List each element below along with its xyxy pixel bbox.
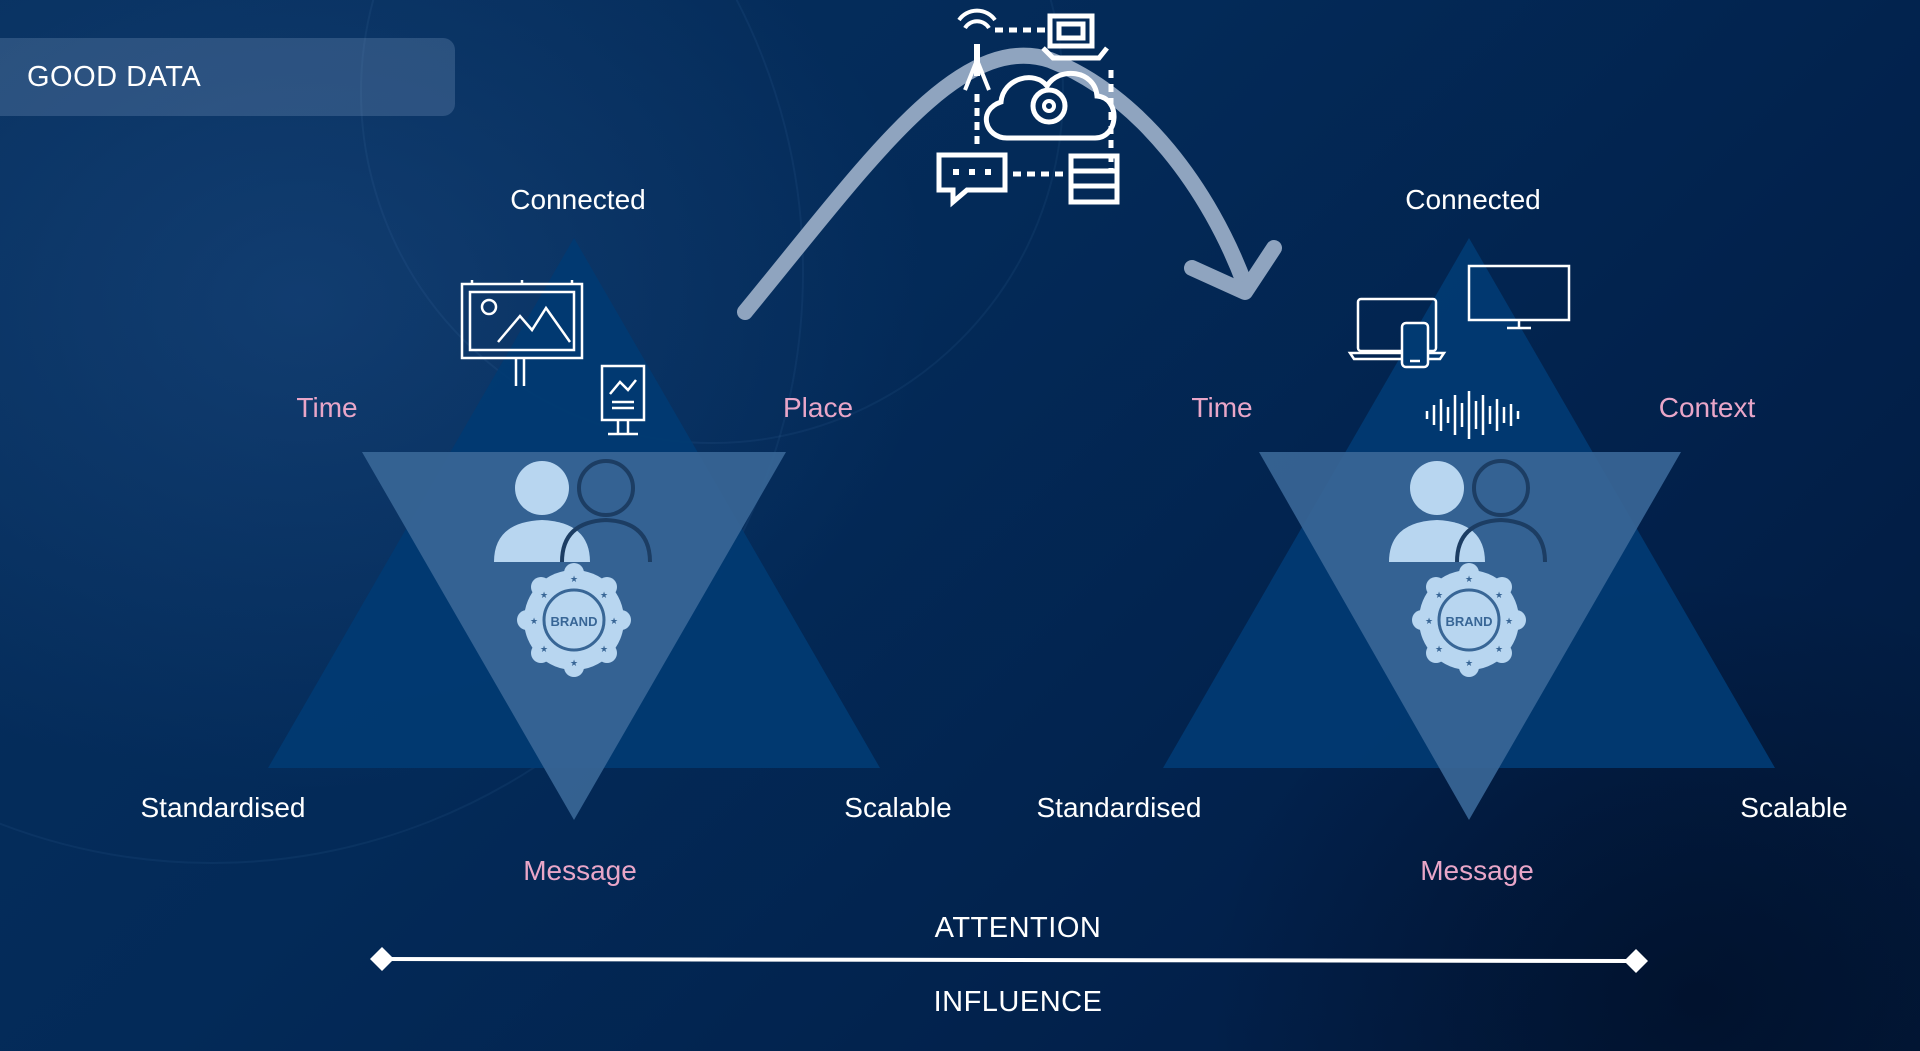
attention-influence-scale: [381, 957, 1637, 963]
left-bottom-label: Message: [523, 855, 637, 886]
devices-icon: [1347, 297, 1447, 369]
brand-badge-text: BRAND: [551, 614, 598, 629]
left-bottom-right-label: Scalable: [844, 792, 952, 823]
right-bottom-right-label: Scalable: [1740, 792, 1848, 823]
left-bottom-left-label: Standardised: [140, 792, 306, 823]
brand-badge-text: BRAND: [1446, 614, 1493, 629]
poster-stand-icon: [600, 364, 646, 436]
sound-wave-icon: [1425, 391, 1520, 439]
right-top-label: Connected: [1405, 184, 1541, 215]
monitor-icon: [1467, 264, 1571, 330]
billboard-icon: [460, 280, 584, 386]
scale-left-diamond: [370, 947, 394, 971]
cloud-network-icon: [936, 8, 1120, 208]
header-banner: GOOD DATA: [0, 38, 455, 116]
attention-label: ATTENTION: [934, 912, 1102, 944]
left-left-label: Time: [296, 392, 358, 423]
header-title: GOOD DATA: [27, 60, 202, 93]
right-bottom-label: Message: [1420, 855, 1534, 886]
arrow-head: [1184, 240, 1282, 300]
left-top-label: Connected: [510, 184, 646, 215]
influence-label: INFLUENCE: [933, 986, 1103, 1018]
transition-arrow: [737, 47, 1253, 320]
right-bottom-left-label: Standardised: [1036, 792, 1202, 823]
left-right-label: Place: [782, 392, 854, 423]
right-left-label: Time: [1191, 392, 1253, 423]
right-right-label: Context: [1658, 392, 1756, 423]
scale-right-diamond: [1624, 949, 1648, 973]
